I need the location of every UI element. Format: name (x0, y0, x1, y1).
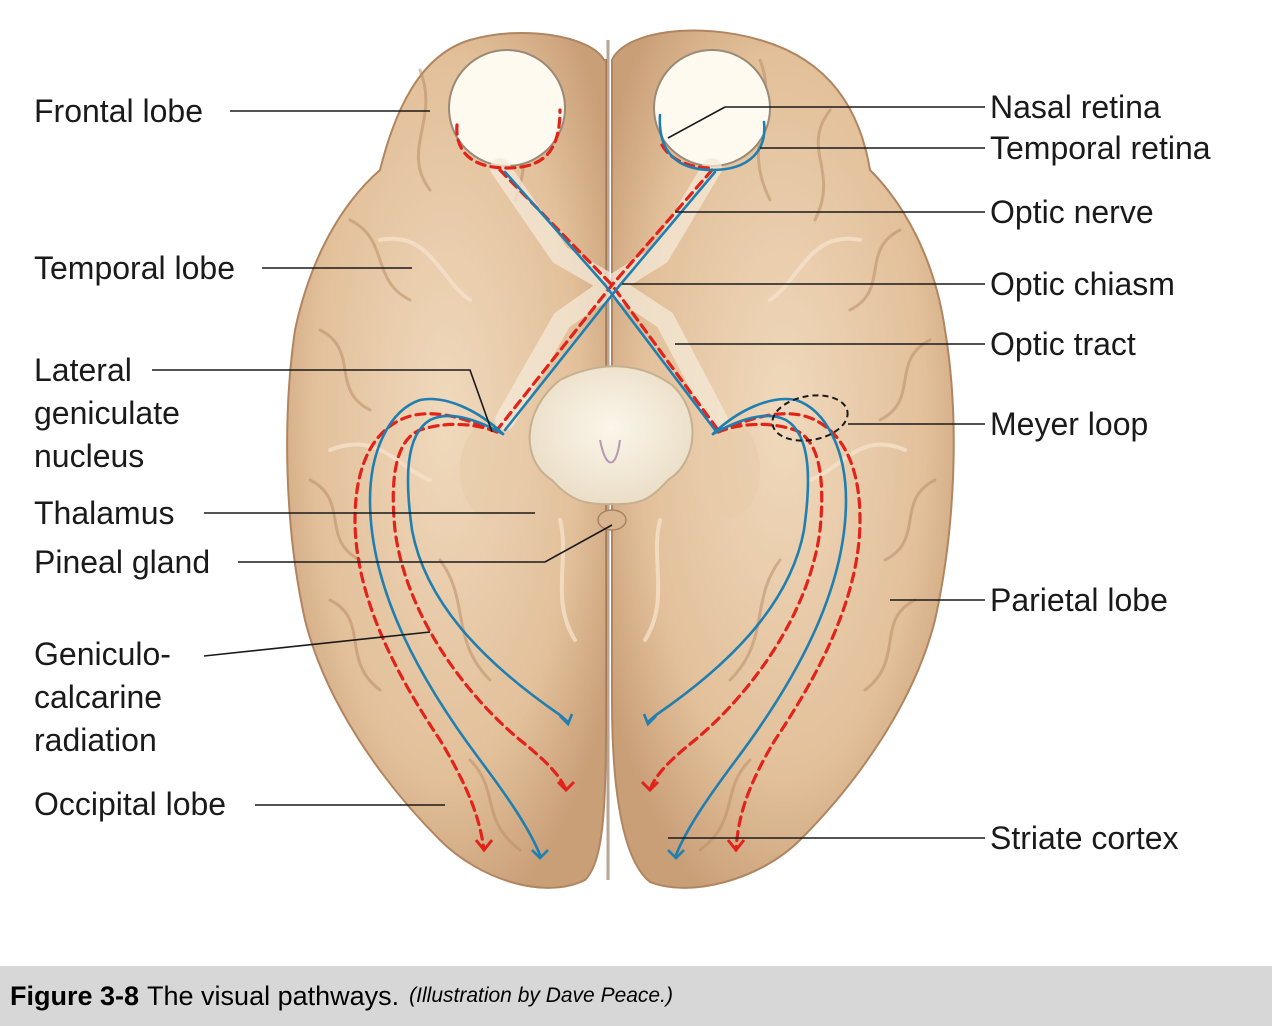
label-gcr-line3: radiation (34, 722, 157, 758)
label-optic-chiasm: Optic chiasm (990, 266, 1175, 302)
midbrain (460, 365, 760, 531)
right-thalamus-shape (700, 422, 760, 518)
label-optic-nerve: Optic nerve (990, 194, 1154, 230)
left-optic-nerve-blue (503, 170, 717, 432)
right-hemisphere (611, 29, 955, 889)
right-optic-nerve-red (495, 168, 714, 432)
label-gcr-line2: calcarine (34, 679, 162, 715)
label-temporal-lobe: Temporal lobe (34, 250, 235, 286)
caption-text: The visual pathways. (147, 980, 400, 1011)
label-thalamus: Thalamus (34, 495, 175, 531)
left-thalamus-shape (460, 422, 520, 518)
right-optic-nerve-blue (503, 170, 717, 432)
label-meyer-loop: Meyer loop (990, 406, 1148, 442)
label-lgn-line3: nucleus (34, 438, 144, 474)
right-labels: Nasal retina Temporal retina Optic nerve… (990, 89, 1211, 856)
pineal-gland-shape (597, 509, 627, 531)
label-frontal-lobe: Frontal lobe (34, 93, 203, 129)
leader-lines (152, 106, 985, 839)
right-retina-blue (658, 113, 766, 172)
right-eye (653, 49, 771, 167)
eyes (448, 49, 771, 167)
label-parietal-lobe: Parietal lobe (990, 582, 1168, 618)
left-eye (448, 49, 566, 167)
label-gcr-line1: Geniculo- (34, 636, 171, 672)
uncrossed-fibers-blue (368, 113, 848, 860)
visual-pathways-diagram: Frontal lobe Temporal lobe Lateral genic… (34, 29, 1211, 889)
figure-caption: Figure 3-8 The visual pathways. (Illustr… (0, 966, 1272, 1026)
right-retina-red (660, 143, 714, 170)
label-occipital-lobe: Occipital lobe (34, 786, 226, 822)
label-lgn-line2: geniculate (34, 395, 180, 431)
label-nasal-retina: Nasal retina (990, 89, 1161, 125)
meyer-loop-marker (771, 394, 849, 442)
left-labels: Frontal lobe Temporal lobe Lateral genic… (34, 93, 235, 822)
caption-figure-number: Figure 3-8 (10, 980, 140, 1011)
left-retina-red (455, 108, 562, 170)
caption-credit: (Illustration by Dave Peace.) (409, 984, 673, 1007)
gyri-texture (308, 58, 937, 852)
label-striate-cortex: Striate cortex (990, 820, 1179, 856)
label-pineal-gland: Pineal gland (34, 544, 210, 580)
label-lgn-line1: Lateral (34, 352, 132, 388)
label-temporal-retina: Temporal retina (990, 130, 1211, 166)
label-optic-tract: Optic tract (990, 326, 1136, 362)
